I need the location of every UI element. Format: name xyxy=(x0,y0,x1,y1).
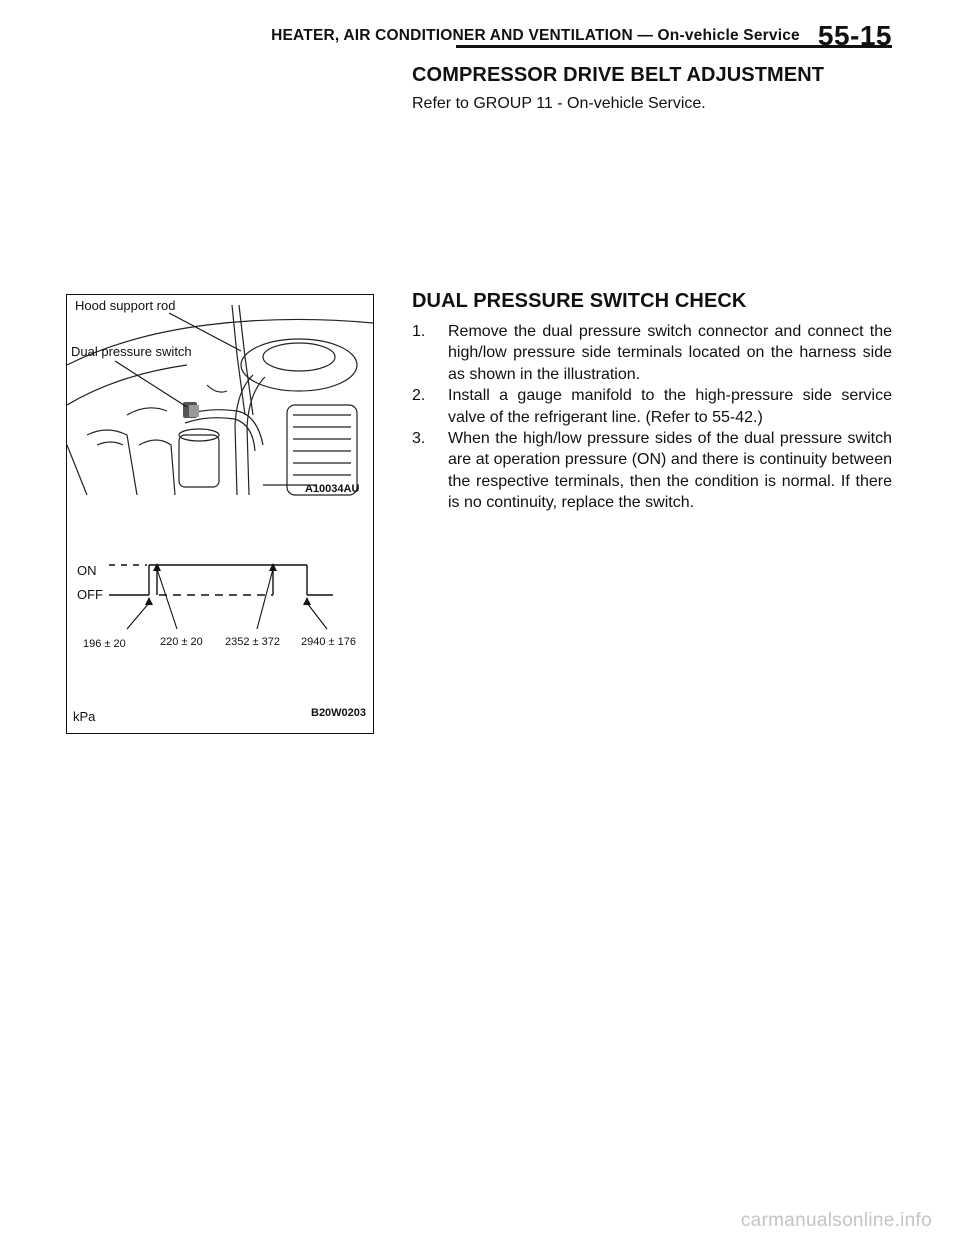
step-item: 3. When the high/low pressure sides of th… xyxy=(412,428,892,514)
pressure-label: 220 ± 20 xyxy=(160,636,203,648)
step-text: Remove the dual pressure switch connecto… xyxy=(448,323,892,383)
pressure-label: 2940 ± 176 xyxy=(301,636,356,648)
section-dual-pressure-switch: DUAL PRESSURE SWITCH CHECK 1. Remove the … xyxy=(412,290,892,514)
pressure-label: 2352 ± 372 xyxy=(225,636,280,648)
switch-timing-diagram xyxy=(109,563,333,630)
off-label: OFF xyxy=(77,587,103,602)
unit-label: kPa xyxy=(73,709,96,724)
page-number: 55-15 xyxy=(817,20,892,51)
step-number: 1. xyxy=(412,323,426,340)
step-number: 3. xyxy=(412,430,426,448)
steps-list: 1. Remove the dual pressure switch connec… xyxy=(412,321,892,514)
section-heading: DUAL PRESSURE SWITCH CHECK xyxy=(412,290,747,312)
step-item: 2. Install a gauge manifold to the high-p… xyxy=(412,385,892,428)
step-text: When the high/low pressure sides of the … xyxy=(448,430,892,512)
header-title: HEATER, AIR CONDITIONER AND VENTILATION … xyxy=(271,27,800,44)
section-heading: COMPRESSOR DRIVE BELT ADJUSTMENT xyxy=(412,64,825,86)
on-label: ON xyxy=(77,563,97,578)
watermark: carmanualsonline.info xyxy=(740,1210,932,1231)
figure-box: Hood support rod Dual pressure switch A1… xyxy=(66,294,374,734)
header-rule xyxy=(456,45,892,48)
figure-code: B20W0203 xyxy=(311,707,367,719)
step-item: 1. Remove the dual pressure switch connec… xyxy=(412,321,892,385)
page-header: HEATER, AIR CONDITIONER AND VENTILATION … xyxy=(0,14,892,50)
section-compressor-belt: COMPRESSOR DRIVE BELT ADJUSTMENT Refer t… xyxy=(412,64,892,114)
pressure-label: 196 ± 20 xyxy=(83,638,126,650)
label-hood-support-rod: Hood support rod xyxy=(75,298,176,313)
step-text: Install a gauge manifold to the high-pre… xyxy=(448,387,892,426)
engine-bay-illustration xyxy=(67,304,373,496)
photo-code: A10034AU xyxy=(305,483,360,495)
section-text: Refer to GROUP 11 - On-vehicle Service. xyxy=(412,95,706,112)
step-number: 2. xyxy=(412,387,426,405)
label-dual-pressure-switch: Dual pressure switch xyxy=(71,344,192,359)
